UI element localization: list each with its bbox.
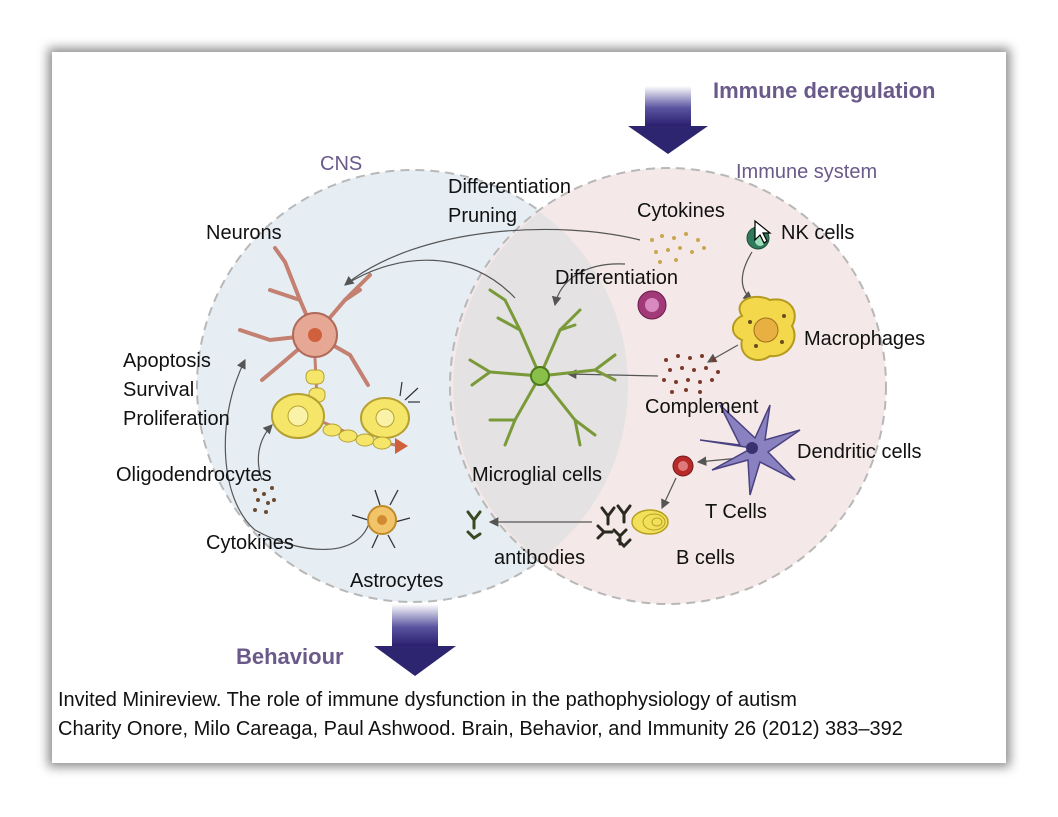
complement-dots (662, 354, 720, 394)
heading-immune-deregulation: Immune deregulation (713, 78, 935, 103)
arrow-complement-to-microglia (566, 369, 659, 379)
heading-behaviour: Behaviour (236, 644, 344, 669)
region-label-immune-system: Immune system (736, 161, 877, 183)
label-survival: Survival (123, 379, 194, 401)
label-microglial-cells: Microglial cells (472, 464, 602, 486)
t-cell (672, 455, 694, 477)
label-differentiation-pruning-1: Differentiation (448, 176, 571, 198)
label-neurons: Neurons (206, 222, 282, 244)
differentiation-cell (637, 290, 667, 320)
microglia-nucleus (530, 366, 550, 386)
label-proliferation: Proliferation (123, 408, 230, 430)
arrow-cytokines-to-oligo (257, 424, 273, 481)
behaviour-arrow (374, 604, 456, 676)
cytokine-dots-cns (253, 486, 276, 514)
label-astrocytes: Astrocytes (350, 570, 443, 592)
citation-line-1: Invited Minireview. The role of immune d… (58, 689, 797, 711)
cytokine-dots-immune (650, 232, 706, 264)
antibodies-cluster (596, 504, 632, 549)
microglial-cell (468, 288, 617, 447)
label-dendritic-cells: Dendritic cells (797, 441, 921, 463)
mouse-cursor-icon (754, 219, 772, 244)
label-complement: Complement (645, 396, 759, 418)
region-label-cns: CNS (320, 153, 362, 175)
arrow-cytokines-to-microglia (551, 263, 626, 307)
macrophage-cell (732, 295, 796, 361)
label-differentiation-pruning-2: Pruning (448, 205, 517, 227)
citation-line-2: Charity Onore, Milo Careaga, Paul Ashwoo… (58, 718, 903, 740)
neuron-cell (238, 246, 372, 387)
label-antibodies: antibodies (494, 547, 585, 569)
arrow-tcell-to-bcell (661, 477, 677, 510)
label-macrophages: Macrophages (804, 328, 925, 350)
label-differentiation: Differentiation (555, 267, 678, 289)
immune-deregulation-arrow (628, 86, 708, 154)
label-oligodendrocytes: Oligodendrocytes (116, 464, 272, 486)
label-cytokines-immune: Cytokines (637, 200, 725, 222)
label-b-cells: B cells (676, 547, 735, 569)
dendritic-cell (699, 404, 801, 496)
astrocyte-cell (351, 489, 411, 549)
b-cell (631, 509, 669, 535)
connection-arrows (224, 228, 753, 550)
overlap-region (453, 212, 629, 560)
antibodies-single (466, 510, 482, 540)
arrow-astrocyte-loop (224, 358, 371, 550)
label-cytokines-cns: Cytokines (206, 532, 294, 554)
label-apoptosis: Apoptosis (123, 350, 211, 372)
arrow-cytokines-to-neurons (344, 228, 641, 286)
oligodendrocyte-cell (271, 357, 420, 454)
label-nk-cells: NK cells (781, 222, 854, 244)
arrow-pruning-to-neurons (344, 259, 516, 299)
label-t-cells: T Cells (705, 501, 767, 523)
